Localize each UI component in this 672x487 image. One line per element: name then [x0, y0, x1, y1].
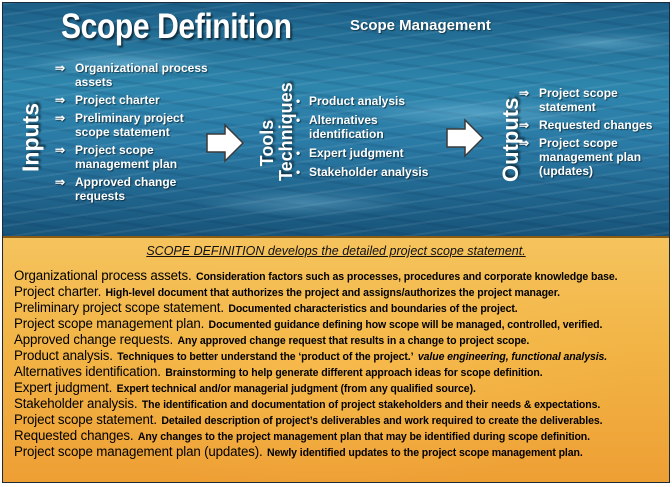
list-item: •Expert judgment	[296, 146, 404, 160]
double-arrow-icon: ⇒	[519, 136, 530, 150]
bullet-icon: •	[296, 94, 301, 108]
definition-text: Brainstorming to help generate different…	[165, 367, 543, 379]
definition-text: Consideration factors such as processes,…	[195, 271, 618, 283]
definitions-list: Organizational process assets. Considera…	[14, 268, 666, 460]
slide-title: Scope Definition	[61, 7, 292, 46]
double-arrow-icon: ⇒	[55, 175, 66, 189]
list-item: ⇒Project scope management plan	[55, 143, 178, 171]
definitions-headline: SCOPE DEFINITION develops the detailed p…	[146, 244, 526, 258]
list-item: ⇒Approved change requests	[55, 175, 177, 203]
definition-term: Preliminary project scope statement.	[14, 300, 224, 315]
definition-row: Stakeholder analysis. The identification…	[14, 396, 662, 412]
definition-row: Product analysis. Techniques to better u…	[14, 348, 662, 364]
definition-text: Expert technical and/or managerial judgm…	[116, 383, 476, 395]
definition-term: Requested changes.	[14, 428, 134, 443]
double-arrow-icon: ⇒	[519, 86, 530, 100]
definition-emphasis: value engineering, functional analysis.	[417, 351, 608, 363]
definition-row: Project scope management plan (updates).…	[14, 444, 662, 460]
bullet-icon: •	[296, 146, 301, 160]
list-item: ⇒Project scope statement	[519, 86, 618, 114]
definition-row: Project scope statement. Detailed descri…	[14, 412, 662, 428]
definition-term: Product analysis.	[14, 348, 113, 363]
double-arrow-icon: ⇒	[55, 143, 66, 157]
list-item: •Alternatives identification	[296, 113, 384, 141]
flow-arrow-icon	[446, 118, 484, 158]
definition-row: Approved change requests. Any approved c…	[14, 332, 662, 348]
definition-term: Project scope management plan (updates).	[14, 444, 263, 459]
outputs-list: ⇒Project scope statement ⇒Requested chan…	[519, 86, 659, 182]
list-item: ⇒Organizational process assets	[55, 61, 208, 89]
definition-row: Project charter. High-level document tha…	[14, 284, 662, 300]
process-panel: Scope Definition Scope Management Inputs…	[3, 3, 669, 236]
definition-text: Documented guidance defining how scope w…	[208, 319, 603, 331]
slide-subtitle: Scope Management	[350, 17, 491, 34]
definitions-panel: SCOPE DEFINITION develops the detailed p…	[3, 236, 669, 482]
double-arrow-icon: ⇒	[55, 61, 66, 75]
bullet-icon: •	[296, 165, 301, 179]
definition-term: Project scope management plan.	[14, 316, 205, 331]
definition-term: Organizational process assets.	[14, 268, 192, 283]
definition-term: Project charter.	[14, 284, 102, 299]
definition-text: Any changes to the project management pl…	[137, 431, 590, 443]
double-arrow-icon: ⇒	[519, 118, 530, 132]
inputs-list: ⇒Organizational process assets ⇒Project …	[55, 61, 215, 207]
definition-text: Any approved change request that results…	[177, 335, 530, 347]
definition-text: Detailed description of project’s delive…	[161, 415, 603, 427]
definition-row: Expert judgment. Expert technical and/or…	[14, 380, 662, 396]
definition-text: High-level document that authorizes the …	[105, 287, 560, 299]
definition-term: Project scope statement.	[14, 412, 157, 427]
double-arrow-icon: ⇒	[55, 93, 66, 107]
flow-arrow-icon	[206, 123, 244, 163]
tools-list: •Product analysis •Alternatives identifi…	[296, 94, 431, 184]
tools-label-line2: Techniques	[276, 82, 296, 181]
definition-term: Approved change requests.	[14, 332, 174, 347]
list-item: •Stakeholder analysis	[296, 165, 429, 179]
definition-term: Expert judgment.	[14, 380, 113, 395]
definition-row: Requested changes. Any changes to the pr…	[14, 428, 662, 444]
tools-label-line1: Tools	[257, 119, 277, 167]
definition-row: Preliminary project scope statement. Doc…	[14, 300, 662, 316]
definition-text: Techniques to better understand the ‘pro…	[117, 351, 414, 363]
list-item: •Product analysis	[296, 94, 406, 108]
definition-text: The identification and documentation of …	[141, 399, 601, 411]
list-item: ⇒Project scope management plan (updates)	[519, 136, 642, 178]
double-arrow-icon: ⇒	[55, 111, 66, 125]
inputs-label: Inputs	[17, 103, 44, 172]
list-item: ⇒Requested changes	[519, 118, 653, 132]
definition-text: Newly identified updates to the project …	[266, 447, 583, 459]
definition-row: Project scope management plan. Documente…	[14, 316, 662, 332]
list-item: ⇒Project charter	[55, 93, 160, 107]
definition-term: Stakeholder analysis.	[14, 396, 138, 411]
list-item: ⇒Preliminary project scope statement	[55, 111, 184, 139]
definition-row: Alternatives identification. Brainstormi…	[14, 364, 662, 380]
definition-term: Alternatives identification.	[14, 364, 161, 379]
definition-text: Documented characteristics and boundarie…	[228, 303, 518, 315]
bullet-icon: •	[296, 113, 301, 127]
definition-row: Organizational process assets. Considera…	[14, 268, 662, 284]
